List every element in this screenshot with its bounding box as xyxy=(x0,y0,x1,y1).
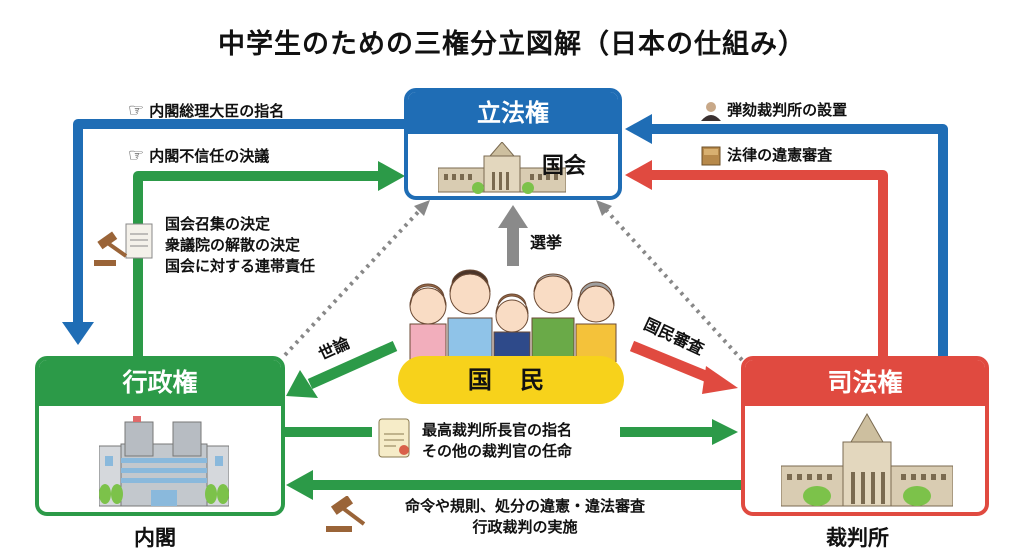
legislative-box[interactable]: 立法権 国会 xyxy=(404,88,622,200)
court-building-icon xyxy=(780,412,954,508)
executive-box[interactable]: 行政権 xyxy=(35,356,285,516)
judicial-header: 司法権 xyxy=(745,360,985,406)
pointing-hand-icon: ☞ xyxy=(128,145,145,166)
family-group-icon xyxy=(408,262,618,363)
dotted-jud-to-leg xyxy=(604,208,744,362)
relation-leg-to-jud: 弾劾裁判所の設置 xyxy=(700,100,847,121)
arrow-head-leg-to-exec xyxy=(62,322,94,345)
arrow-jud-to-leg-blue xyxy=(650,124,948,358)
label-election: 選挙 xyxy=(530,233,563,252)
page-title: 中学生のための三権分立図解（日本の仕組み） xyxy=(218,29,806,60)
legislative-body: 国会 xyxy=(542,154,587,179)
arrow-jud-to-leg-red xyxy=(650,170,888,358)
arrow-head-public-opinion xyxy=(286,370,318,398)
arrow-head-jud-to-leg-red xyxy=(625,160,652,190)
label-judge-appointment: その他の裁判官の任命 xyxy=(422,442,573,460)
arrow-head-exec-to-jud xyxy=(712,419,738,445)
executive-header: 行政権 xyxy=(39,360,281,406)
arrow-head-election xyxy=(498,205,528,228)
executive-caption: 内閣 xyxy=(134,526,176,550)
label-no-confidence: 内閣不信任の決議 xyxy=(149,147,270,165)
gavel-document-icon xyxy=(92,222,156,272)
law-book-icon xyxy=(700,146,722,166)
office-building-icon xyxy=(98,416,230,508)
certificate-icon xyxy=(378,418,414,460)
label-dissolve-house: 衆議院の解散の決定 xyxy=(165,236,301,254)
legislative-header: 立法権 xyxy=(408,92,618,134)
dotted-exec-to-leg xyxy=(283,208,422,357)
relation-jud-to-leg: 法律の違憲審査 xyxy=(700,145,832,166)
arrow-head-jud-to-leg-blue xyxy=(625,114,652,144)
arrow-election-shaft xyxy=(507,226,519,266)
judicial-caption: 裁判所 xyxy=(826,526,889,550)
relation-jud-to-exec: 命令や規則、処分の違憲・違法審査 行政裁判の実施 xyxy=(370,496,680,538)
judicial-box[interactable]: 司法権 xyxy=(741,356,989,516)
relation-exec-to-leg: 国会召集の決定 衆議院の解散の決定 国会に対する連帯責任 xyxy=(165,214,315,277)
arrow-head-exec-to-leg xyxy=(378,161,405,191)
relation-leg-to-exec-2: ☞ 内閣不信任の決議 xyxy=(128,145,269,167)
label-convene-diet: 国会召集の決定 xyxy=(165,215,271,233)
arrow-exec-to-leg xyxy=(133,171,380,358)
relation-leg-to-exec-1: ☞ 内閣総理大臣の指名 xyxy=(128,100,284,122)
label-administrative-review: 命令や規則、処分の違憲・違法審査 xyxy=(404,497,645,515)
arrow-public-opinion xyxy=(307,340,398,390)
arrow-leg-to-exec xyxy=(73,119,405,325)
pointing-hand-icon: ☞ xyxy=(128,100,145,121)
relation-exec-to-jud: 最高裁判所長官の指名 その他の裁判官の任命 xyxy=(422,420,572,462)
label-administrative-trial: 行政裁判の実施 xyxy=(472,518,578,536)
label-chief-justice-nomination: 最高裁判所長官の指名 xyxy=(422,421,573,439)
label-joint-responsibility: 国会に対する連帯責任 xyxy=(165,257,316,275)
judge-icon xyxy=(700,101,722,121)
arrow-head-jud-to-exec xyxy=(286,470,313,500)
gavel-icon xyxy=(324,495,370,534)
people-label: 国 民 xyxy=(398,356,624,404)
label-impeachment-court: 弾劾裁判所の設置 xyxy=(727,101,848,119)
arrow-national-review xyxy=(629,340,718,386)
arrow-head-national-review xyxy=(702,366,738,394)
label-judicial-review: 法律の違憲審査 xyxy=(727,146,833,164)
label-pm-nomination: 内閣総理大臣の指名 xyxy=(149,102,285,120)
